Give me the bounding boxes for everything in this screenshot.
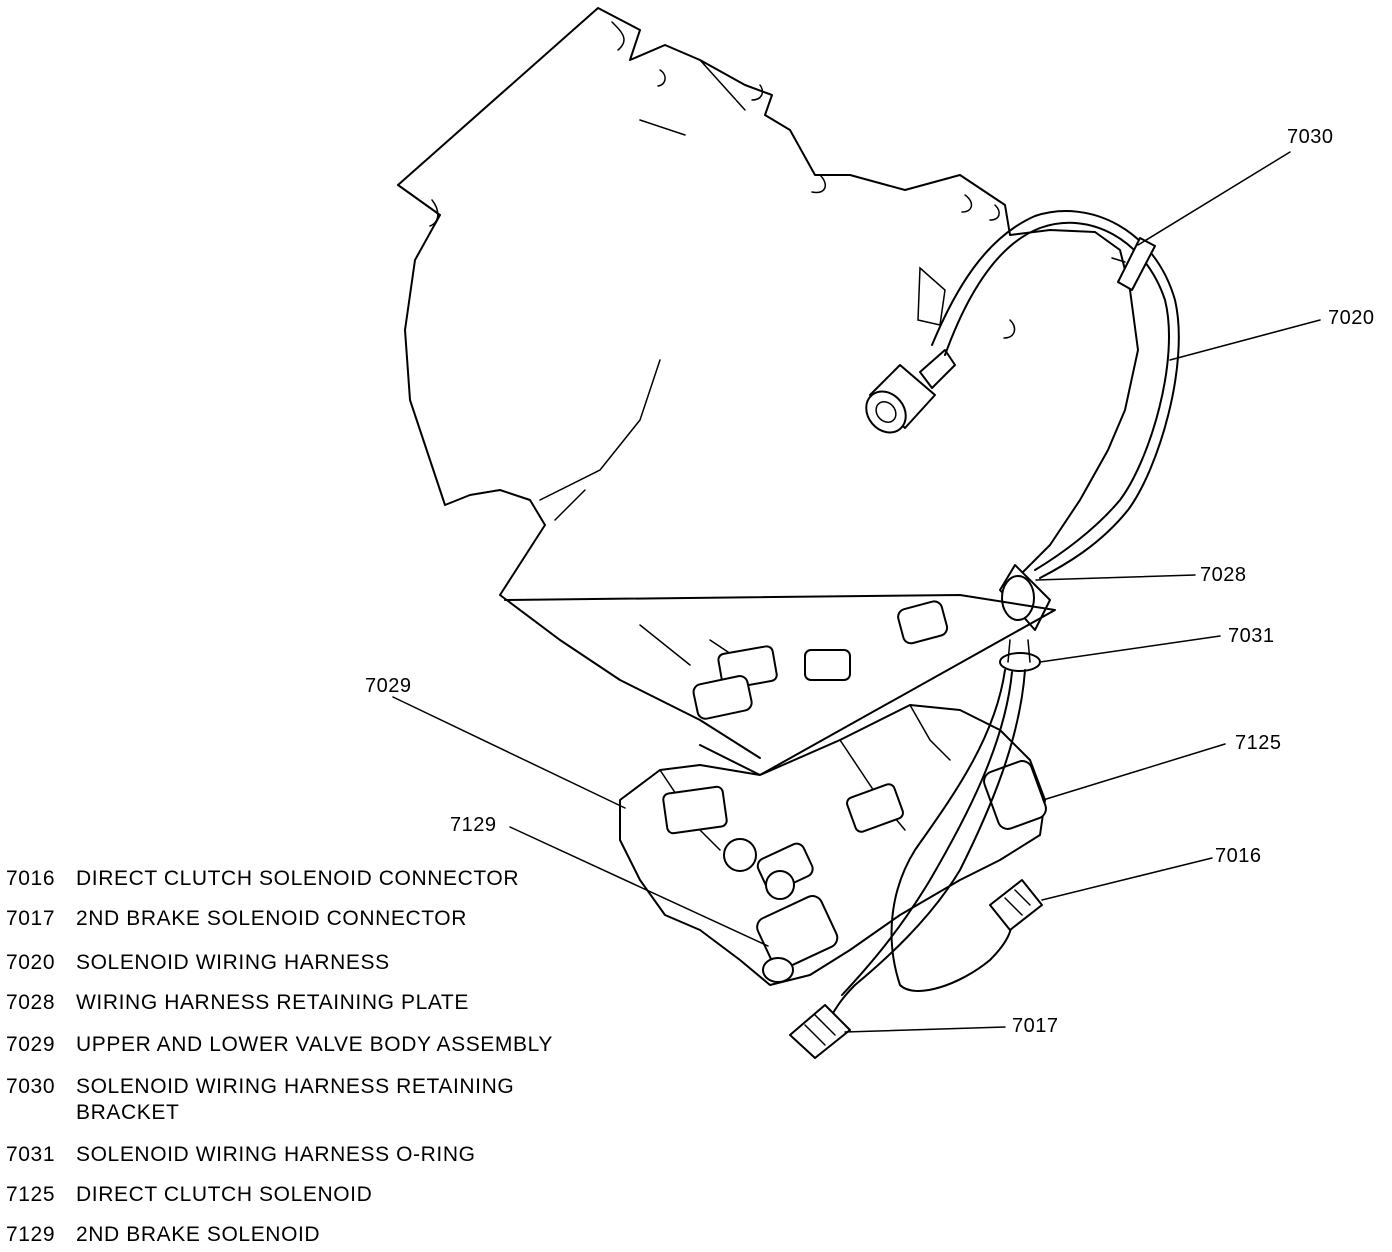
legend-number: 7028 — [6, 991, 56, 1014]
legend-row: 7129 2ND BRAKE SOLENOID — [6, 1222, 320, 1248]
callout-7129: 7129 — [450, 814, 497, 836]
legend-row: 7016 DIRECT CLUTCH SOLENOID CONNECTOR — [6, 866, 519, 892]
callout-7016: 7016 — [1215, 845, 1262, 867]
legend-number: 7030 — [6, 1075, 56, 1098]
legend-number: 7020 — [6, 951, 56, 974]
harness-connector-plug — [865, 349, 956, 434]
callout-7017: 7017 — [1012, 1015, 1059, 1037]
callout-7031: 7031 — [1228, 625, 1275, 647]
legend-row: 7017 2ND BRAKE SOLENOID CONNECTOR — [6, 906, 467, 932]
legend-number: 7125 — [6, 1183, 56, 1206]
legend-number: 7017 — [6, 907, 56, 930]
legend-row: 7125 DIRECT CLUTCH SOLENOID — [6, 1182, 372, 1208]
valve-body-assembly — [619, 600, 1046, 986]
legend-description: 2ND BRAKE SOLENOID CONNECTOR — [76, 907, 467, 930]
legend-description: 2ND BRAKE SOLENOID — [76, 1223, 321, 1246]
legend-row: 7028 WIRING HARNESS RETAINING PLATE — [6, 990, 469, 1016]
callout-7020: 7020 — [1328, 307, 1375, 329]
legend-description: DIRECT CLUTCH SOLENOID — [76, 1183, 373, 1206]
legend-number: 7016 — [6, 867, 56, 890]
legend-description: WIRING HARNESS RETAINING PLATE — [76, 991, 469, 1014]
legend-description: SOLENOID WIRING HARNESS RETAINING BRACKE… — [76, 1075, 515, 1124]
legend-description: SOLENOID WIRING HARNESS — [76, 951, 390, 974]
legend-row: 7030 SOLENOID WIRING HARNESS RETAINING B… — [6, 1074, 586, 1126]
legend-description: DIRECT CLUTCH SOLENOID CONNECTOR — [76, 867, 520, 890]
legend-row: 7020 SOLENOID WIRING HARNESS — [6, 950, 390, 976]
legend-number: 7129 — [6, 1223, 56, 1246]
harness-retaining-bracket — [1111, 237, 1156, 291]
legend-row: 7029 UPPER AND LOWER VALVE BODY ASSEMBLY — [6, 1032, 553, 1058]
legend-description: SOLENOID WIRING HARNESS O-RING — [76, 1143, 476, 1166]
callout-7029: 7029 — [365, 675, 412, 697]
leader-lines — [392, 151, 1321, 1033]
callout-7125: 7125 — [1235, 732, 1282, 754]
callout-7028: 7028 — [1200, 564, 1247, 586]
legend-number: 7029 — [6, 1033, 56, 1056]
solenoid-wiring-harness — [931, 210, 1180, 579]
retaining-plate-and-o-ring — [999, 564, 1051, 672]
callout-7030: 7030 — [1287, 126, 1334, 148]
solenoid-connector-wires — [789, 669, 1043, 1059]
legend-row: 7031 SOLENOID WIRING HARNESS O-RING — [6, 1142, 476, 1168]
legend-number: 7031 — [6, 1143, 56, 1166]
legend-description: UPPER AND LOWER VALVE BODY ASSEMBLY — [76, 1033, 553, 1056]
